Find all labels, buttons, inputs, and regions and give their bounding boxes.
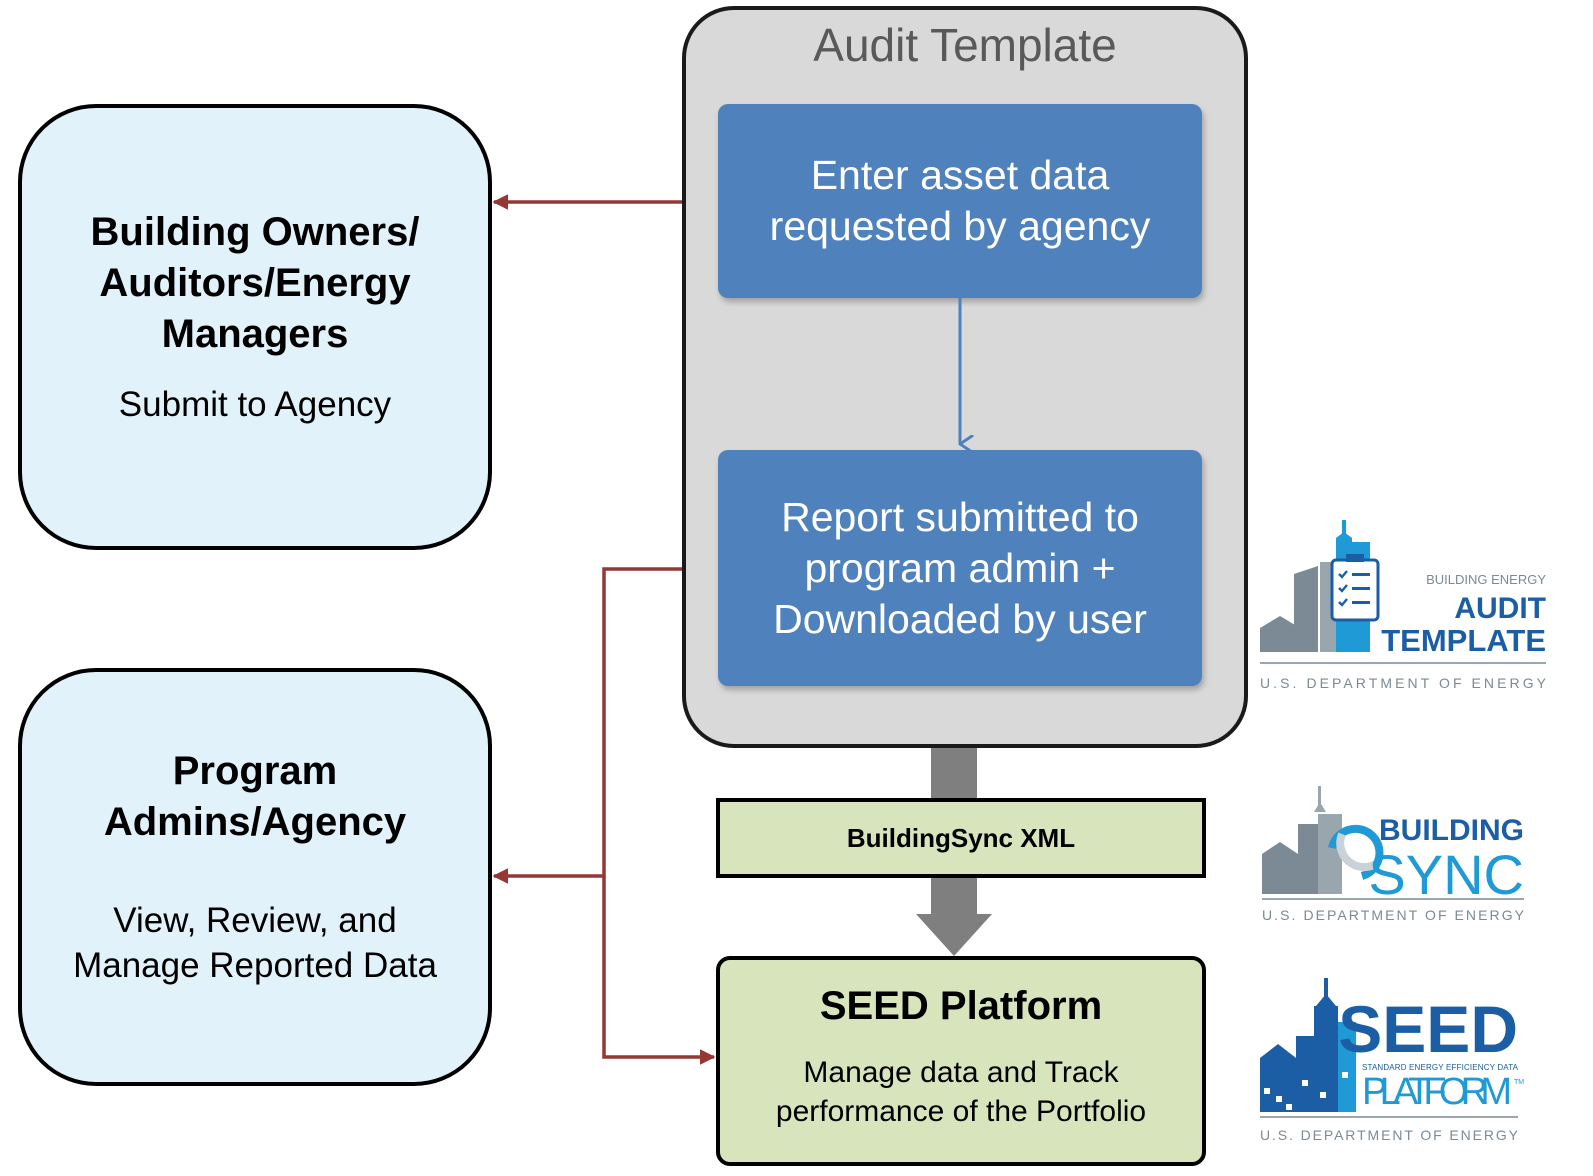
step-2-label: Report submitted to program admin + Down… [773, 493, 1147, 642]
seed-platform-logo: SEED STANDARD ENERGY EFFICIENCY DATA PLA… [1260, 978, 1524, 1143]
buildingsync-logo-line1: BUILDING [1379, 814, 1524, 847]
buildingsync-logo: BUILDING SYNC U.S. DEPARTMENT OF ENERGY [1262, 786, 1525, 923]
owners-title: Building Owners/ Auditors/Energy Manager… [90, 210, 420, 356]
admins-subtitle: View, Review, and Manage Reported Data [73, 901, 437, 985]
step-report-submitted: Report submitted to program admin + Down… [718, 450, 1202, 686]
buildingsync-xml-bar: BuildingSync XML [716, 798, 1206, 878]
seed-platform-box: SEED Platform Manage data and Track perf… [716, 956, 1206, 1166]
audit-template-title: Audit Template [813, 19, 1117, 71]
audit-logo-line1: AUDIT [1454, 592, 1546, 625]
seed-subtitle: Manage data and Track performance of the… [775, 1055, 1147, 1128]
owners-subtitle: Submit to Agency [118, 385, 392, 424]
seed-logo-footer: U.S. DEPARTMENT OF ENERGY [1260, 1127, 1519, 1143]
seed-logo-small: STANDARD ENERGY EFFICIENCY DATA [1362, 1063, 1519, 1072]
buildingsync-xml-label: BuildingSync XML [846, 822, 1076, 853]
admins-report-connector [492, 561, 716, 884]
audit-logo-line2: TEMPLATE [1381, 623, 1546, 658]
step-enter-asset-data: Enter asset data requested by agency [718, 104, 1202, 298]
buildingsync-logo-footer: U.S. DEPARTMENT OF ENERGY [1262, 907, 1525, 923]
stakeholder-owners-box: Building Owners/ Auditors/Energy Manager… [18, 104, 492, 550]
seed-logo-line2: PLATFORM [1362, 1071, 1512, 1113]
audit-template-logo: BUILDING ENERGY AUDIT TEMPLATE U.S. DEPA… [1260, 520, 1547, 691]
admins-title: Program Admins/Agency [103, 749, 407, 844]
audit-logo-top: BUILDING ENERGY [1426, 572, 1546, 587]
step-1-label: Enter asset data requested by agency [769, 152, 1151, 249]
seed-logo-line1: SEED [1338, 992, 1518, 1066]
audit-logo-footer: U.S. DEPARTMENT OF ENERGY [1260, 675, 1547, 691]
admins-seed-connector [602, 876, 716, 1065]
stakeholder-admins-box: Program Admins/Agency View, Review, and … [18, 668, 492, 1086]
seed-title: SEED Platform [819, 983, 1103, 1028]
seed-logo-tm: TM [1514, 1079, 1524, 1086]
buildingsync-logo-line2: SYNC [1368, 843, 1524, 906]
